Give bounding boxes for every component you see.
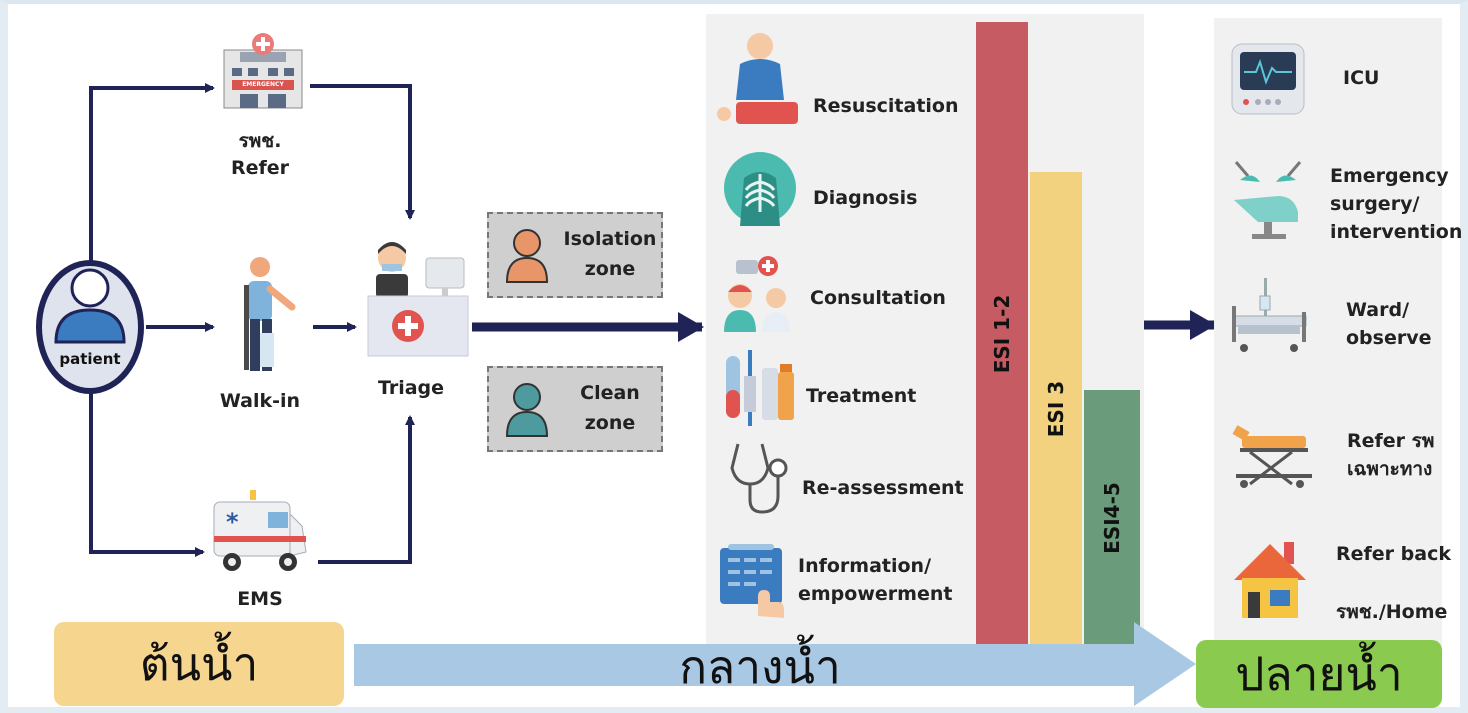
walkin-label: Walk-in [219,390,301,412]
stage-midstream-label: กลางน้ำ [679,639,841,694]
information-icon [720,544,784,618]
resuscitation-icon [717,33,798,124]
dest-refer-back-1: Refer back [1336,543,1451,565]
emergency-sign: EMERGENCY [242,81,284,88]
dest-refer-specialty-1: Refer รพ [1347,430,1435,452]
dest-surgery-3: intervention [1330,221,1463,243]
stretcher-icon [1232,425,1312,488]
treatment-icon [726,350,794,426]
dest-refer-back-2: รพช./Home [1336,601,1448,623]
stage-midstream: กลางน้ำ [560,632,960,702]
diagnosis-icon [724,152,796,226]
step-resuscitation: Resuscitation [813,95,959,117]
step-information-2: empowerment [798,583,953,605]
refer-label-2: Refer [230,157,290,179]
isolation-zone-line1: Isolation [563,228,657,250]
esi-bar-3: ESI 3 [1030,172,1082,646]
dest-surgery-2: surgery/ [1330,193,1420,215]
step-information-1: Information/ [798,555,932,577]
refer-label-1: รพช. [238,130,282,152]
person-orange-icon [505,229,549,283]
dest-ward-1: Ward/ [1346,299,1410,321]
midstream-arrow-shape [354,622,1196,706]
clean-zone-line1: Clean [580,382,640,404]
patient-node: patient [32,256,148,398]
esi-bar-1-2: ESI 1-2 [976,22,1028,646]
isolation-zone-line2: zone [584,258,636,280]
isolation-zone: Isolation zone [487,212,663,298]
ambulance-icon: * [213,490,307,571]
clean-zone: Clean zone [487,366,663,452]
dest-surgery-1: Emergency [1330,165,1449,187]
step-consultation: Consultation [810,287,946,309]
ems-label: EMS [237,588,283,610]
triage-label: Triage [377,377,445,399]
ward-bed-icon [1232,278,1307,352]
step-treatment: Treatment [806,385,917,407]
stethoscope-icon [730,443,788,514]
dest-icu: ICU [1343,67,1380,89]
clean-zone-line2: zone [584,412,636,434]
surgery-light-icon [1234,161,1302,239]
patient-icon [36,260,144,394]
svg-text:*: * [226,508,239,536]
home-icon [1234,542,1306,618]
step-diagnosis: Diagnosis [813,187,918,209]
consultation-icon [724,256,790,332]
stage-upstream: ต้นน้ำ [54,622,344,706]
stage-downstream-label: ปลายน้ำ [1235,646,1403,701]
patient-label: patient [59,350,121,368]
esi-3-label: ESI 3 [1044,380,1068,438]
dest-refer-specialty-2: เฉพาะทาง [1347,458,1433,480]
person-teal-icon [505,383,549,437]
dest-ward-2: observe [1346,327,1432,349]
esi-4-5-label: ESI4-5 [1100,482,1124,554]
walkin-icon [244,257,296,371]
triage-desk-icon [367,242,469,357]
step-reassessment: Re-assessment [802,477,964,499]
icu-monitor-icon [1231,43,1305,115]
esi-1-2-label: ESI 1-2 [990,294,1014,374]
hospital-icon [223,33,303,109]
stage-downstream: ปลายน้ำ [1196,640,1442,708]
esi-bar-4-5: ESI4-5 [1084,390,1140,646]
stage-upstream-label: ต้นน้ำ [139,636,259,691]
